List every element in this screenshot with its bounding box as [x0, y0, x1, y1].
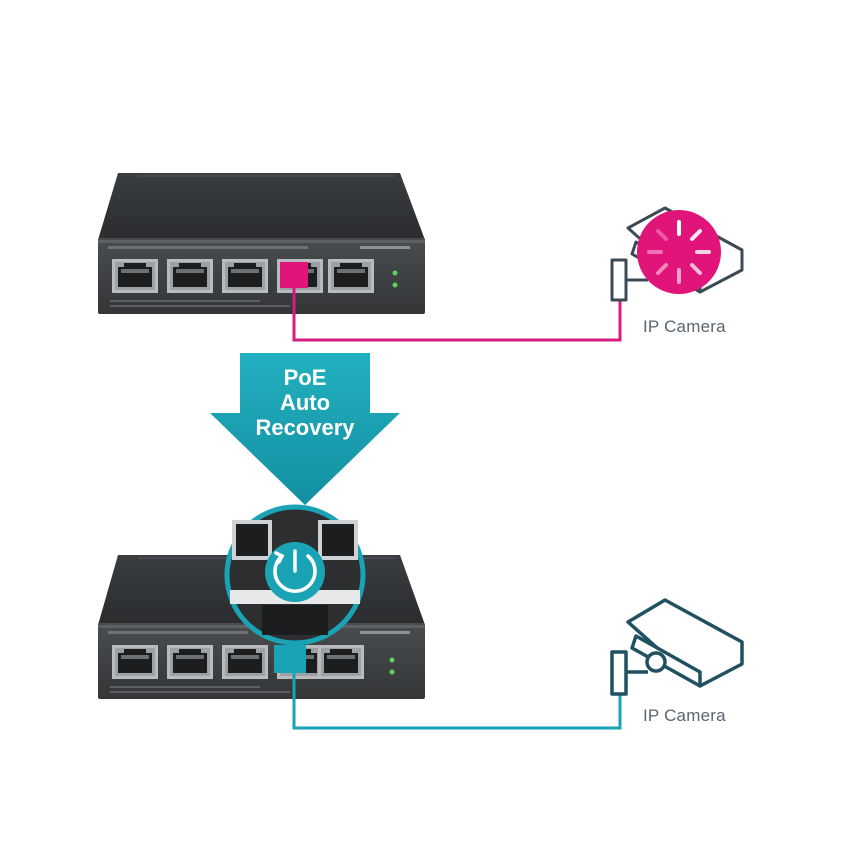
switch-bottom-leds: [389, 657, 395, 675]
arrow-label-line-2: Auto: [279, 390, 331, 415]
arrow-label-line-3: Recovery: [255, 415, 355, 440]
loading-spinner-icon: [647, 220, 711, 284]
switch-bottom-ports: [112, 645, 364, 679]
recovered-port-highlight: [274, 645, 306, 673]
arrow-label-line-1: PoE: [283, 365, 327, 390]
poe-auto-recovery-arrow: [210, 353, 400, 505]
port-zoom-magnifier: [224, 504, 366, 646]
switch-top: [98, 173, 425, 314]
ip-camera-bottom: [610, 598, 744, 696]
faulty-port-highlight: [280, 262, 308, 288]
power-restart-icon: [273, 549, 317, 593]
camera-label-top: IP Camera: [643, 317, 726, 336]
switch-top-ports: [112, 259, 374, 293]
cable-top: [292, 268, 622, 342]
camera-label-bottom: IP Camera: [643, 706, 726, 725]
arrow-label: PoE Auto Recovery: [230, 365, 380, 440]
switch-top-leds: [392, 270, 398, 288]
